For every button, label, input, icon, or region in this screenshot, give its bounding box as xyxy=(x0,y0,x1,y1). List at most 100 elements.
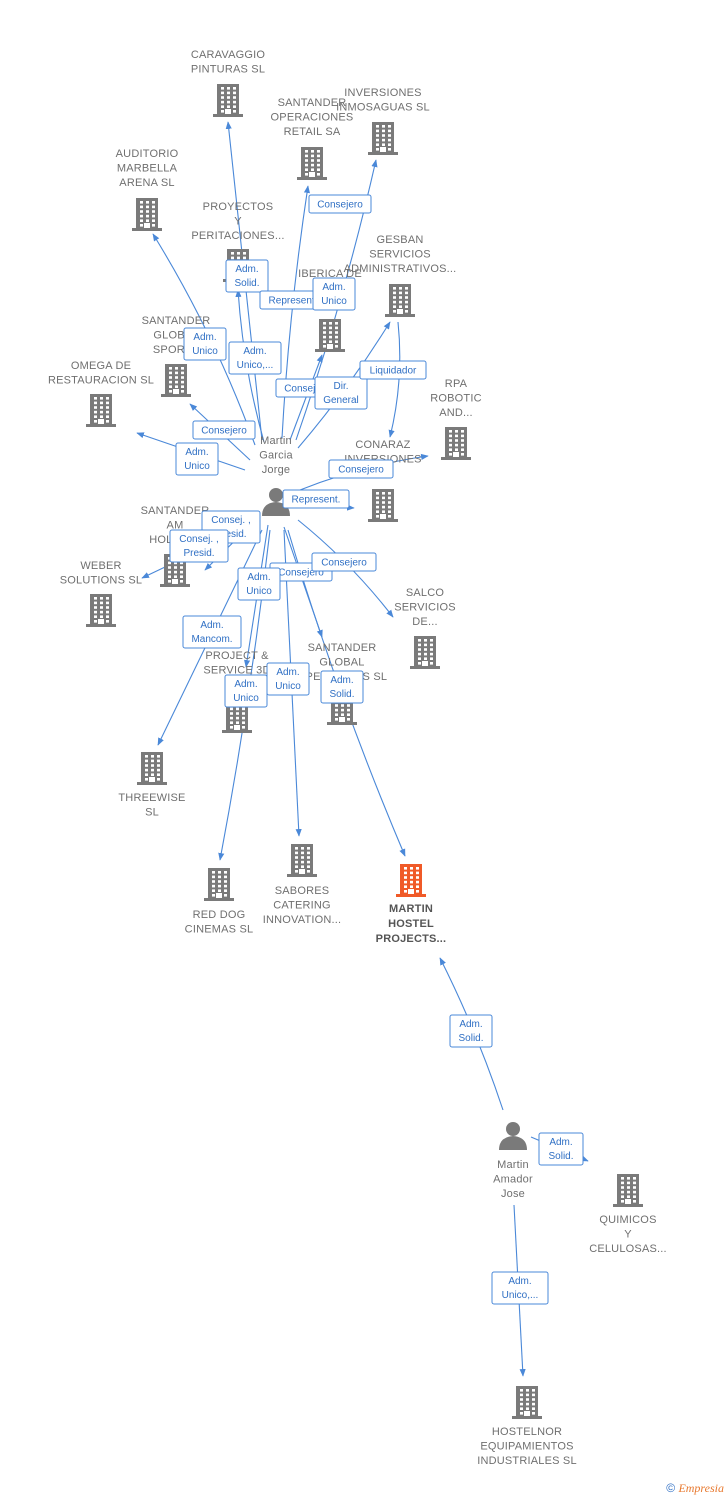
building-icon[interactable] xyxy=(368,122,398,155)
relation-label-text: Unico xyxy=(246,586,272,597)
building-icon[interactable] xyxy=(86,594,116,627)
building-icon[interactable] xyxy=(315,319,345,352)
relation-label-text: Adm. xyxy=(508,1276,531,1287)
building-icon[interactable] xyxy=(132,198,162,231)
building-icon[interactable] xyxy=(441,427,471,460)
relation-label: Adm. Solid. xyxy=(449,1014,493,1048)
relation-label-text: Unico xyxy=(321,296,347,307)
node-gesban[interactable]: GESBANSERVICIOSADMINISTRATIVOS... xyxy=(344,234,457,317)
node-salco[interactable]: SALCOSERVICIOSDE... xyxy=(394,587,456,669)
relation-label-text: General xyxy=(323,395,359,406)
relation-label-text: Solid. xyxy=(329,689,354,700)
node-label: CELULOSAS... xyxy=(589,1243,667,1255)
node-label: AND... xyxy=(439,407,473,419)
node-label: AM xyxy=(167,520,184,532)
relation-label-text: Solid. xyxy=(548,1151,573,1162)
building-icon[interactable] xyxy=(161,364,191,397)
relation-label-text: Unico xyxy=(233,693,259,704)
relation-label-text: Solid. xyxy=(458,1033,483,1044)
node-label: EQUIPAMIENTOS xyxy=(480,1441,573,1453)
relation-label-text: Adm. xyxy=(459,1019,482,1030)
footer-brand[interactable]: © Empresia xyxy=(666,1481,724,1496)
node-label: GLOBAL xyxy=(319,657,364,669)
relation-label-text: Adm. xyxy=(243,346,266,357)
building-icon[interactable] xyxy=(512,1386,542,1419)
node-label: GESBAN xyxy=(376,234,423,246)
relation-label: Dir.General xyxy=(314,376,368,410)
node-label: HOSTEL xyxy=(388,918,434,930)
relation-label-text: Unico xyxy=(275,681,301,692)
relation-label: Adm.Unico xyxy=(183,327,227,361)
relation-label-text: Liquidador xyxy=(370,366,417,377)
node-label: Y xyxy=(234,216,242,228)
relation-label-text: Adm. xyxy=(549,1137,572,1148)
relation-label-text: Adm. xyxy=(276,667,299,678)
building-icon[interactable] xyxy=(396,864,426,897)
node-label: INVERSIONES xyxy=(344,87,421,99)
node-label: RESTAURACION SL xyxy=(48,375,154,387)
relation-label-text: Unico,... xyxy=(502,1290,539,1301)
building-icon[interactable] xyxy=(213,84,243,117)
relation-label-text: Mancom. xyxy=(191,634,232,645)
relation-label: Adm. Mancom. xyxy=(182,615,242,649)
building-icon[interactable] xyxy=(137,752,167,785)
node-quimicos[interactable]: QUIMICOSYCELULOSAS... xyxy=(589,1174,667,1255)
relation-label-text: Adm. xyxy=(200,620,223,631)
building-icon[interactable] xyxy=(287,844,317,877)
node-label: INNOVATION... xyxy=(263,914,342,926)
building-icon[interactable] xyxy=(368,489,398,522)
relation-label: Consej. , Presid. xyxy=(169,529,229,563)
relation-label-text: Presid. xyxy=(183,548,214,559)
building-icon[interactable] xyxy=(385,284,415,317)
person-icon[interactable] xyxy=(499,1122,527,1150)
copyright-symbol: © xyxy=(666,1481,676,1495)
node-label: HOSTELNOR xyxy=(492,1426,562,1438)
node-label: PROJECT & xyxy=(205,650,269,662)
relation-label-text: Solid. xyxy=(234,278,259,289)
node-label: IBERICA DE xyxy=(298,268,362,280)
node-label: Jorge xyxy=(262,464,291,476)
relation-label-text: Presid. xyxy=(215,529,246,540)
node-label: Amador xyxy=(493,1174,533,1186)
node-label: CINEMAS SL xyxy=(185,924,254,936)
building-icon[interactable] xyxy=(297,147,327,180)
node-label: Martin xyxy=(497,1159,529,1171)
building-icon[interactable] xyxy=(613,1174,643,1207)
edge-p_jorge-to-santander_op xyxy=(281,185,311,439)
node-label: SANTANDER xyxy=(142,315,211,327)
relation-label: Represent. xyxy=(282,489,350,509)
relation-label-text: Consejero xyxy=(338,465,384,476)
relation-label-text: Adm. xyxy=(247,572,270,583)
node-label: Jose xyxy=(501,1188,525,1200)
node-martin_hostel[interactable]: MARTINHOSTELPROJECTS... xyxy=(376,864,447,945)
building-icon[interactable] xyxy=(410,636,440,669)
node-label: ARENA SL xyxy=(119,177,174,189)
node-rpa[interactable]: RPAROBOTICAND... xyxy=(430,378,482,460)
node-conaraz[interactable]: CONARAZINVERSIONESSA xyxy=(344,439,421,522)
node-label: MARTIN xyxy=(389,903,433,915)
building-icon[interactable] xyxy=(86,394,116,427)
node-label: SERVICIOS xyxy=(394,602,456,614)
node-label: ROBOTIC xyxy=(430,393,482,405)
node-label: Martin xyxy=(260,435,292,447)
edge-labels-layer: ConsejeroAdm.Solid.Represent.Adm.UnicoAd… xyxy=(169,194,584,1305)
relation-label: Adm. Unico xyxy=(237,567,281,601)
relation-label-text: Consej. , xyxy=(179,534,218,545)
relation-label-text: Consej. , xyxy=(211,515,250,526)
relation-label-text: Consejero xyxy=(321,558,367,569)
node-sabores[interactable]: SABORESCATERINGINNOVATION... xyxy=(263,844,342,926)
relation-label-text: Represent. xyxy=(292,495,341,506)
building-icon[interactable] xyxy=(204,868,234,901)
